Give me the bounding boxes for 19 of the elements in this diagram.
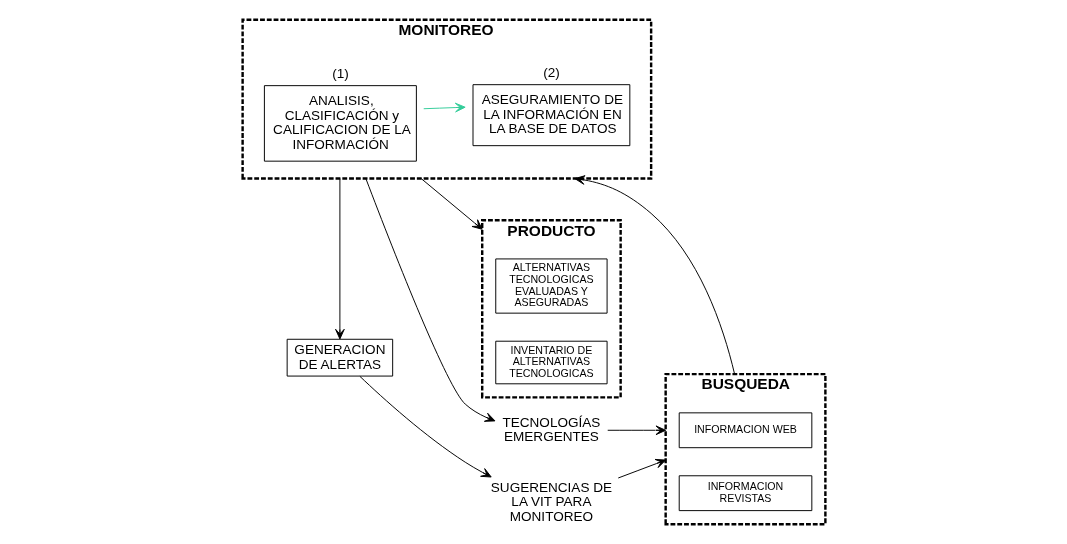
- node-text: SUGERENCIAS DE LA VIT PARA MONITOREO: [490, 479, 612, 524]
- node-text: TECNOLOGÍAS EMERGENTES: [502, 414, 600, 445]
- arrow: [573, 175, 735, 375]
- arrow: [364, 178, 495, 422]
- arrow: [606, 425, 666, 436]
- arrow: [422, 102, 466, 113]
- node-label: (2): [542, 65, 560, 81]
- node-box: INFORMACION REVISTAS: [678, 475, 812, 512]
- arrow: [334, 178, 345, 340]
- arrow: [420, 178, 483, 230]
- node-box: ANALISIS, CLASIFICACIÓN y CALIFICACION DE LA INFORMACIÓN: [263, 85, 417, 162]
- node-box: INFORMACION WEB: [678, 412, 812, 449]
- node-box: INVENTARIO DE ALTERNATIVAS TECNOLOGICAS: [494, 340, 608, 385]
- node-box: ASEGURAMIENTO DE LA INFORMACIÓN EN LA BASE DE DATOS: [472, 84, 630, 147]
- arrow: [358, 375, 492, 478]
- arrow: [617, 458, 666, 479]
- node-box: GENERACION DE ALERTAS: [286, 338, 393, 377]
- node-box: ALTERNATIVAS TECNOLOGICAS EVALUADAS Y ASEGURADAS: [494, 258, 608, 314]
- node-label: (1): [331, 66, 349, 82]
